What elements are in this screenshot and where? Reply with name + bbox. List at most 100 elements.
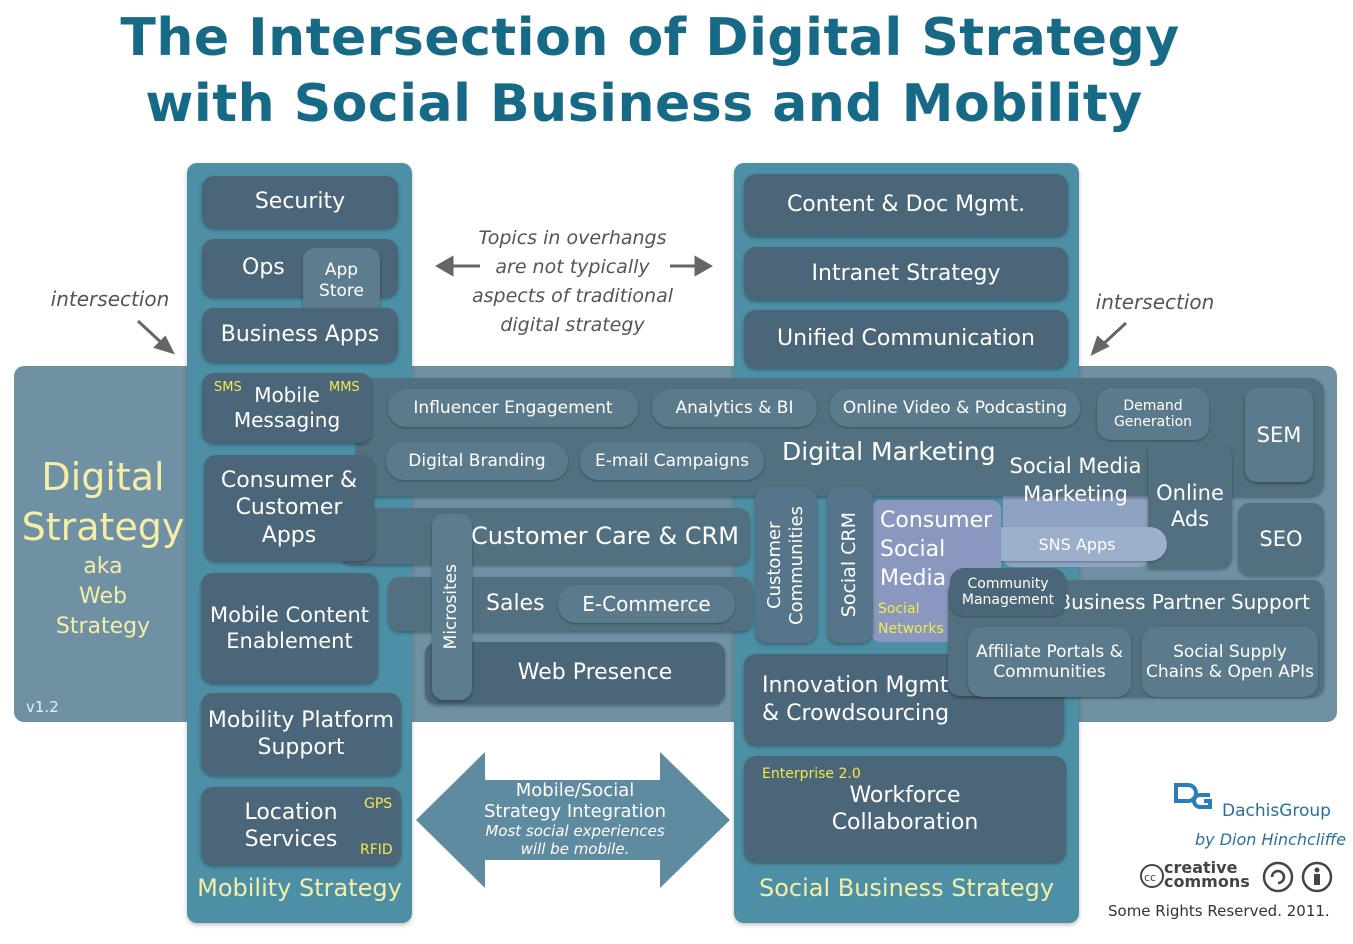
attribution-sa-icon (1262, 861, 1294, 893)
dachis-group-logo-icon (1172, 781, 1218, 819)
overhang-line2: are not typically (495, 256, 650, 278)
gps-label: GPS (364, 796, 393, 812)
web-presence-box: Web Presence (425, 642, 725, 704)
sales-label: Sales (486, 591, 545, 617)
consumer-apps-line1: Consumer & (220, 467, 358, 493)
online-ads-box: Online Ads (1148, 444, 1232, 568)
overhang-line3: aspects of traditional (471, 285, 674, 307)
dachis-group-brand: DachisGroup (1222, 801, 1331, 821)
social-supply-chains-pill: Social Supply Chains & Open APIs (1142, 627, 1318, 697)
mobile-messaging-line1: Mobile (254, 383, 320, 407)
security-box: Security (202, 176, 398, 228)
innovation-line2: & Crowdsourcing (762, 700, 950, 726)
email-campaigns-pill: E-mail Campaigns (580, 442, 764, 480)
app-store-box: App Store (303, 248, 380, 314)
overhang-line4: digital strategy (500, 314, 645, 336)
social-networks-line2: Networks (878, 621, 944, 637)
csm-line3: Media (880, 566, 947, 591)
csm-line2: Social (880, 537, 946, 562)
cc-line2: commons (1164, 872, 1250, 891)
sms-label: SMS (214, 380, 242, 395)
online-ads-line2: Ads (1170, 507, 1210, 531)
workforce-collaboration-box: Workforce Collaboration (744, 756, 1066, 862)
affiliate-line2: Communities (993, 662, 1106, 682)
app-store-line2: Store (319, 281, 364, 301)
mobility-platform-support-box: Mobility Platform Support (201, 693, 401, 775)
unified-communication-box: Unified Communication (744, 310, 1068, 368)
digital-strategy-line2: Strategy (21, 505, 185, 549)
aka-web: Web (79, 584, 127, 609)
business-apps-box: Business Apps (202, 308, 398, 362)
aka-web-strategy: aka Web Strategy (18, 552, 188, 642)
mms-label: MMS (329, 380, 360, 395)
author-credit: by Dion Hinchcliffe (1195, 830, 1347, 849)
mps-line1: Mobility Platform (207, 707, 395, 733)
location-services-box: Location Services (201, 787, 401, 865)
workforce-line2: Collaboration (831, 810, 979, 835)
cc-icon: cc (1138, 862, 1178, 890)
social-networks-line1: Social (878, 601, 920, 617)
demand-line1: Demand (1123, 398, 1183, 414)
intranet-strategy-box: Intranet Strategy (744, 247, 1068, 300)
analytics-bi-pill: Analytics & BI (652, 389, 817, 427)
digital-branding-pill: Digital Branding (386, 442, 568, 480)
affiliate-portals-pill: Affiliate Portals & Communities (968, 627, 1131, 697)
location-line1: Location (244, 799, 338, 825)
community-mgmt-line1: Community (967, 576, 1049, 592)
integration-line4: will be mobile. (520, 840, 630, 858)
consumer-apps-line3: Apps (261, 522, 317, 548)
mobile-content-enablement-box: Mobile Content Enablement (201, 573, 378, 683)
innovation-line1: Innovation Mgmt. (762, 673, 956, 698)
arrow-left-intersection-head (153, 335, 175, 355)
affiliate-line1: Affiliate Portals & (976, 642, 1123, 662)
rfid-label: RFID (360, 842, 393, 858)
creative-commons-text: creative commons (1164, 858, 1250, 891)
microsites-box: Microsites (432, 514, 472, 700)
web-presence-label: Web Presence (517, 660, 673, 686)
license-icons (1262, 860, 1338, 894)
business-partner-label: Business Partner Support (1057, 590, 1310, 614)
social-crm-box: Social CRM (827, 487, 873, 643)
enterprise-20-label: Enterprise 2.0 (762, 766, 861, 782)
csm-line1: Consumer (880, 508, 993, 533)
seo-box: SEO (1238, 503, 1324, 575)
consumer-apps-line2: Customer (235, 495, 343, 521)
arrow-overhang-left-head (434, 255, 454, 277)
influencer-engagement-pill: Influencer Engagement (388, 389, 638, 427)
content-doc-mgmt-box: Content & Doc Mgmt. (744, 174, 1068, 236)
demand-line2: Generation (1113, 414, 1193, 430)
mobile-messaging-box: Mobile Messaging (202, 373, 372, 443)
consumer-social-media-label: Consumer Social Media (880, 506, 992, 593)
aka-text: aka (83, 554, 123, 579)
digital-strategy-line1: Digital (41, 455, 165, 499)
integration-double-arrow (416, 752, 730, 888)
supply-line2: Chains & Open APIs (1145, 662, 1315, 682)
community-mgmt-line2: Management (961, 592, 1055, 608)
integration-line2: Strategy Integration (483, 801, 667, 822)
community-management-pill: Community Management (950, 568, 1066, 616)
overhang-line1: Topics in overhangs (478, 227, 667, 249)
integration-text: Mobile/Social Strategy Integration Most … (470, 780, 680, 858)
by-icon (1301, 861, 1333, 893)
social-networks-label: Social Networks (878, 599, 944, 639)
mps-line2: Support (257, 735, 345, 760)
rights-text: Some Rights Reserved. 2011. (1108, 902, 1330, 920)
overhang-note: Topics in overhangs are not typically as… (460, 224, 685, 340)
sns-apps-pill: SNS Apps (987, 527, 1167, 561)
ecommerce-pill: E-Commerce (558, 585, 735, 623)
aka-strategy: Strategy (55, 614, 151, 639)
cc-line1: creative (1164, 858, 1238, 877)
digital-marketing-label: Digital Marketing (782, 437, 996, 466)
integration-line1: Mobile/Social (515, 780, 635, 801)
mobility-strategy-label: Mobility Strategy (197, 874, 402, 902)
customer-care-crm-box: Customer Care & CRM (340, 508, 750, 564)
mce-line2: Enablement (226, 629, 353, 653)
sem-box: SEM (1245, 388, 1313, 482)
location-line2: Services (244, 827, 338, 852)
customer-care-label: Customer Care & CRM (471, 522, 739, 550)
online-ads-line1: Online (1156, 480, 1224, 505)
demand-generation-pill: Demand Generation (1097, 388, 1209, 440)
mce-line1: Mobile Content (209, 602, 370, 627)
arrow-right-intersection-head (1090, 335, 1110, 356)
